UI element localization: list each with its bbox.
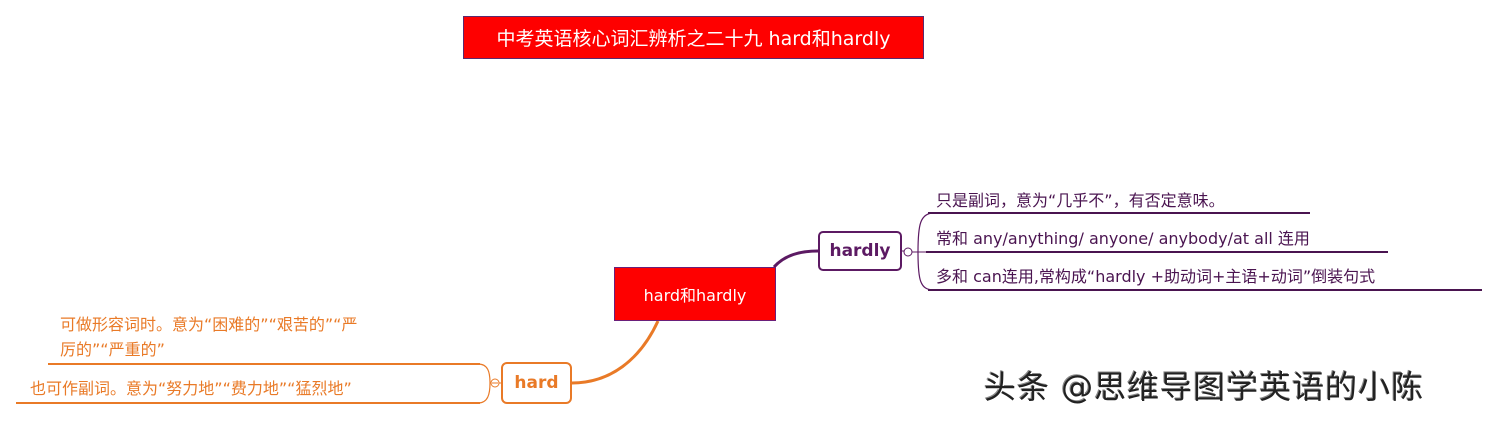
- map-title[interactable]: 中考英语核心词汇辨析之二十九 hard和hardly: [463, 16, 924, 59]
- hard-item-1-line1: 可做形容词时。意为“困难的”“艰苦的”“严: [60, 315, 358, 334]
- hardly-item-2[interactable]: 常和 any/anything/ anyone/ anybody/at all …: [936, 229, 1310, 248]
- watermark: 头条 @思维导图学英语的小陈: [984, 368, 1425, 406]
- hard-item-1[interactable]: 可做形容词时。意为“困难的”“艰苦的”“严 厉的”“严重的”: [60, 312, 357, 362]
- hard-collapse-toggle[interactable]: [490, 379, 499, 388]
- hard-item-2[interactable]: 也可作副词。意为“努力地”“费力地”“猛烈地”: [30, 379, 352, 398]
- hardly-collapse-toggle[interactable]: [904, 248, 913, 257]
- central-topic-node[interactable]: hard和hardly: [614, 267, 776, 321]
- hardly-item-1[interactable]: 只是副词，意为“几乎不”，有否定意味。: [936, 191, 1225, 210]
- hardly-branch-node[interactable]: hardly: [818, 231, 902, 271]
- hard-item-1-line2: 厉的”“严重的”: [60, 340, 165, 359]
- hard-branch-node[interactable]: hard: [501, 362, 572, 404]
- hardly-item-3[interactable]: 多和 can连用,常构成“hardly +助动词+主语+动词”倒装句式: [936, 267, 1376, 286]
